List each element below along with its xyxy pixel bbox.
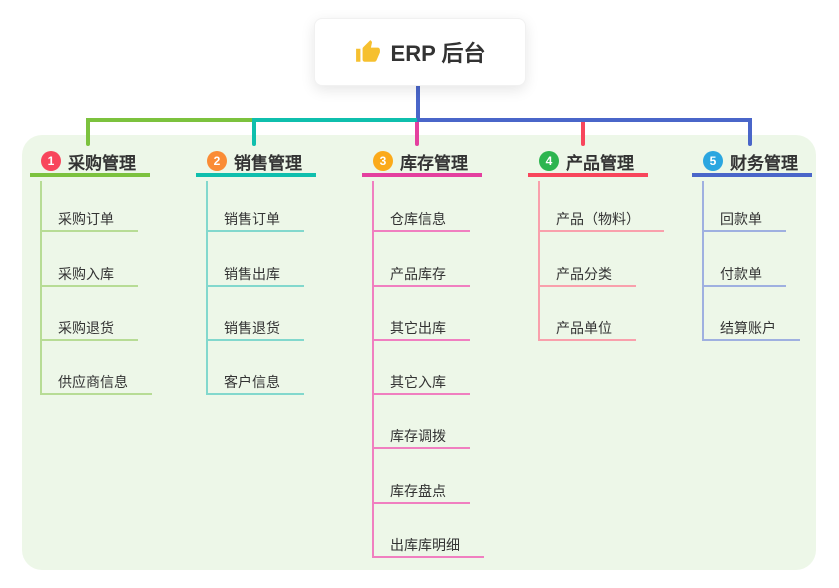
branch-node-purchase[interactable]: 1 采购管理 bbox=[30, 149, 150, 177]
branch-index-badge: 4 bbox=[539, 151, 559, 171]
connector-drop-inventory bbox=[415, 121, 419, 146]
branch-node-product[interactable]: 4 产品管理 bbox=[528, 149, 648, 177]
branch-node-inventory[interactable]: 3 库存管理 bbox=[362, 149, 482, 177]
branch-label: 销售管理 bbox=[234, 153, 302, 173]
child-node[interactable]: 付款单 bbox=[702, 263, 786, 287]
child-node[interactable]: 产品单位 bbox=[538, 317, 636, 341]
child-node[interactable]: 结算账户 bbox=[702, 317, 800, 341]
connector-drop-sales bbox=[252, 118, 256, 146]
branch-label: 产品管理 bbox=[566, 153, 634, 173]
connector-rail bbox=[372, 181, 374, 558]
branch-node-finance[interactable]: 5 财务管理 bbox=[692, 149, 812, 177]
child-node[interactable]: 客户信息 bbox=[206, 371, 304, 395]
connector-drop-purchase bbox=[86, 118, 90, 146]
child-node[interactable]: 采购订单 bbox=[40, 208, 138, 232]
connector-root bbox=[416, 84, 420, 120]
branch-index-badge: 1 bbox=[41, 151, 61, 171]
child-node[interactable]: 销售出库 bbox=[206, 263, 304, 287]
branch-index-badge: 5 bbox=[703, 151, 723, 171]
child-node[interactable]: 其它出库 bbox=[372, 317, 470, 341]
branch-label: 库存管理 bbox=[400, 153, 468, 173]
connector-rail bbox=[206, 181, 208, 395]
branch-label: 财务管理 bbox=[730, 153, 798, 173]
child-node[interactable]: 供应商信息 bbox=[40, 371, 152, 395]
root-label: ERP 后台 bbox=[390, 41, 486, 66]
connector-bus-middle bbox=[252, 118, 417, 122]
connector-rail bbox=[538, 181, 540, 341]
child-node[interactable]: 库存调拨 bbox=[372, 425, 470, 449]
branch-node-sales[interactable]: 2 销售管理 bbox=[196, 149, 316, 177]
child-node[interactable]: 出库库明细 bbox=[372, 534, 484, 558]
child-node[interactable]: 采购入库 bbox=[40, 263, 138, 287]
child-node[interactable]: 采购退货 bbox=[40, 317, 138, 341]
child-node[interactable]: 产品库存 bbox=[372, 263, 470, 287]
branches-panel bbox=[22, 135, 816, 570]
connector-drop-finance bbox=[748, 118, 752, 146]
child-node[interactable]: 库存盘点 bbox=[372, 480, 470, 504]
child-node[interactable]: 产品（物料） bbox=[538, 208, 664, 232]
branch-index-badge: 3 bbox=[373, 151, 393, 171]
connector-rail bbox=[702, 181, 704, 341]
branch-index-badge: 2 bbox=[207, 151, 227, 171]
connector-drop-product bbox=[581, 121, 585, 146]
child-node[interactable]: 产品分类 bbox=[538, 263, 636, 287]
thumbs-up-icon bbox=[355, 39, 381, 65]
connector-rail bbox=[40, 181, 42, 395]
connector-bus-left bbox=[86, 118, 252, 122]
child-node[interactable]: 销售退货 bbox=[206, 317, 304, 341]
child-node[interactable]: 仓库信息 bbox=[372, 208, 470, 232]
child-node[interactable]: 销售订单 bbox=[206, 208, 304, 232]
connector-bus-right bbox=[417, 118, 752, 122]
child-node[interactable]: 回款单 bbox=[702, 208, 786, 232]
branch-label: 采购管理 bbox=[68, 153, 136, 173]
root-node[interactable]: ERP 后台 bbox=[314, 18, 526, 86]
child-node[interactable]: 其它入库 bbox=[372, 371, 470, 395]
